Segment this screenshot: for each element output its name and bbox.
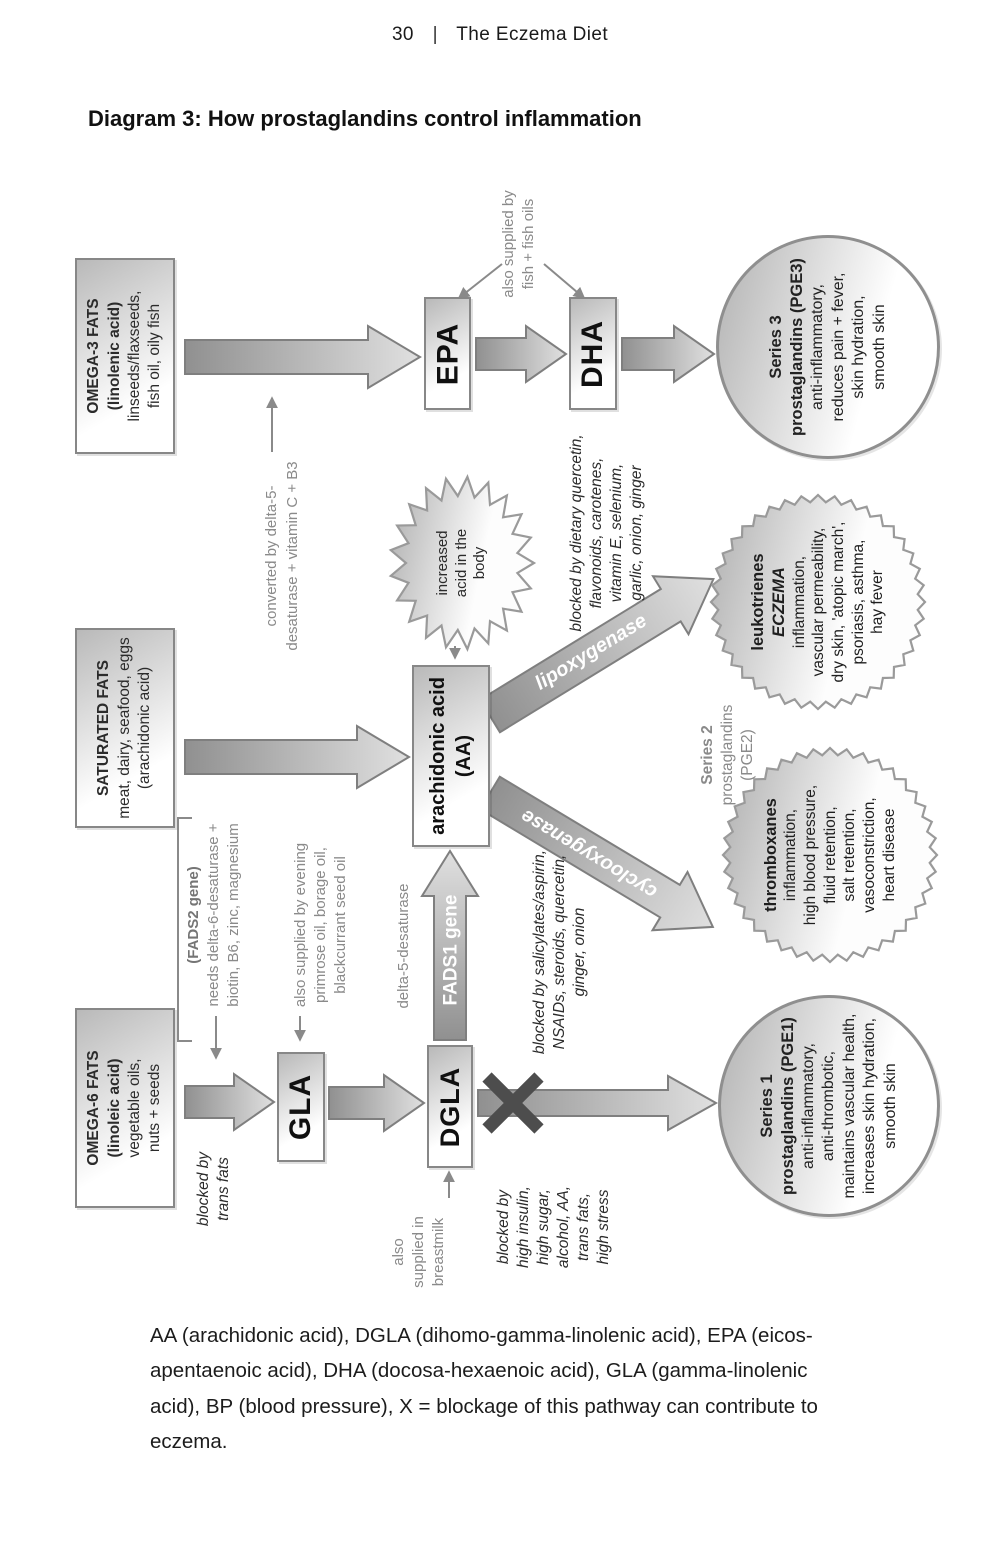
epa-label: EPA: [430, 322, 464, 385]
label-blocked-insulin: blocked by high insulin, high sugar, alc…: [494, 1185, 613, 1269]
label-series2-prostaglandins: Series 2 prostaglandins (PGE2): [692, 662, 764, 847]
thromboxanes-effects: inflammation, high blood pressure, fluid…: [782, 784, 898, 926]
label-fads1-gene: FADS1 gene: [441, 895, 462, 1006]
thromboxanes-burst: [723, 748, 937, 962]
x-blockage-mark: [482, 1072, 544, 1134]
leukotrienes-burst: [711, 495, 925, 709]
arrow-lipoxygenase: [478, 575, 715, 734]
arrow-gla-to-dgla: [328, 1073, 426, 1133]
saturated-sources: meat, dairy, seafood, eggs: [115, 637, 133, 819]
arrow-cyclooxygenase: [478, 775, 715, 932]
page-number: 30: [391, 24, 414, 45]
label-fads2-gene: (FADS2 gene) needs delta-6-desaturase + …: [180, 786, 248, 1044]
omega3-name: OMEGA-3 FATS: [85, 298, 103, 414]
series1-effects: anti-inflammatory, anti-thrombotic, main…: [799, 1013, 899, 1199]
omega6-acid: (linoleic acid): [105, 1058, 123, 1158]
arachidonic-abbr: (AA): [453, 734, 475, 778]
arrow-fishoils-epa: [457, 263, 503, 300]
circle-series1-prostaglandins: Series 1 prostaglandins (PGE1) anti-infl…: [718, 995, 940, 1217]
leukotrienes-tag: ECZEMA: [769, 567, 788, 637]
label-blocked-trans-fats: blocked by trans fats: [194, 1151, 232, 1227]
label-evening-oils: also supplied by evening primrose oil, b…: [291, 842, 350, 1008]
fads2-bracket: [177, 817, 192, 1042]
omega6-sources: vegetable oils, nuts + seeds: [126, 1058, 164, 1158]
leukotrienes-effects: inflammation, vascular permeability, dry…: [790, 521, 887, 683]
box-epa: EPA: [424, 297, 471, 410]
arrow-fishoils-dha: [543, 263, 586, 300]
box-dgla: DGLA: [427, 1045, 473, 1168]
series3-heading: Series 3 prostaglandins (PGE3): [766, 258, 807, 436]
omega6-name: OMEGA-6 FATS: [85, 1050, 103, 1166]
dha-label: DHA: [576, 319, 609, 388]
saturated-acid: (arachidonic acid): [136, 666, 154, 790]
series2-rest: prostaglandins (PGE2): [718, 704, 757, 805]
saturated-name: SATURATED FATS: [95, 659, 113, 797]
label-delta5-desaturase: delta-5-desaturase: [394, 883, 412, 1009]
omega3-acid: (linolenic acid): [105, 301, 123, 411]
dgla-label: DGLA: [434, 1066, 465, 1147]
gla-label: GLA: [284, 1073, 317, 1141]
book-title: The Eczema Diet: [456, 24, 609, 45]
diagram-title: Diagram 3: How prostaglandins control in…: [88, 106, 642, 131]
box-omega3-fats: OMEGA-3 FATS (linolenic acid) linseeds/f…: [75, 258, 175, 454]
box-saturated-fats: SATURATED FATS meat, dairy, seafood, egg…: [75, 628, 175, 828]
arrow-epa-to-dha: [475, 324, 568, 384]
label-blocked-dietary: blocked by dietary quercetin, flavonoids…: [567, 434, 646, 632]
series1-heading: Series 1 prostaglandins (PGE1): [757, 1017, 797, 1195]
label-converted-by: converted by delta-5- desaturase + vitam…: [263, 461, 301, 651]
footer-note: AA (arachidonic acid), DGLA (dihomo-gamm…: [150, 1324, 818, 1453]
increased-acid-burst: [391, 477, 534, 649]
arachidonic-name: arachidonic acid: [427, 677, 449, 835]
label-fish-oils: also supplied by fish + fish oils: [499, 190, 537, 298]
fads2-rest: needs delta-6-desaturase + biotin, B6, z…: [204, 823, 243, 1007]
header-separator-icon: |: [432, 24, 438, 45]
box-gla: GLA: [277, 1052, 325, 1162]
arrow-saturated-to-aa: [184, 724, 411, 790]
arrow-fads1-gene: [420, 849, 480, 1041]
label-blocked-salicylates: blocked by salicylates/aspirin, NSAIDs, …: [530, 849, 589, 1055]
box-dha: DHA: [569, 297, 617, 410]
arrow-dha-to-series3: [621, 324, 716, 384]
fads2-name: (FADS2 gene): [184, 866, 202, 964]
arrow-omega3-to-epa: [184, 324, 422, 390]
label-breastmilk: also supplied in breastmilk: [389, 1216, 448, 1288]
page-header: 30 | The Eczema Diet: [0, 24, 1000, 46]
circle-series3-prostaglandins: Series 3 prostaglandins (PGE3) anti-infl…: [716, 235, 940, 459]
box-omega6-fats: OMEGA-6 FATS (linoleic acid) vegetable o…: [75, 1008, 175, 1208]
series2-name: Series 2: [698, 724, 716, 785]
series3-effects: anti-inflammatory, reduces pain + fever,…: [809, 272, 888, 422]
label-increased-acid: increased acid in the body: [433, 528, 489, 598]
arrow-omega6-to-gla: [184, 1072, 276, 1132]
box-arachidonic-acid: arachidonic acid (AA): [412, 665, 490, 847]
leukotrienes-name: leukotrienes: [748, 553, 767, 651]
arrow-dgla-to-series1: [477, 1074, 719, 1132]
omega3-sources: linseeds/flaxseeds, fish oil, oily fish: [126, 290, 164, 422]
